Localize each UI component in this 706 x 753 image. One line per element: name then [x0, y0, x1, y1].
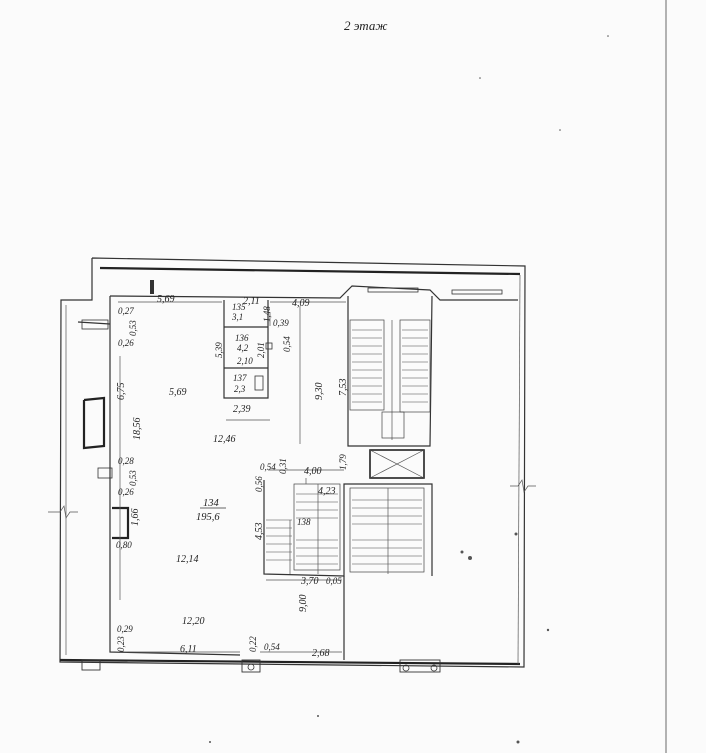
room-134-area: 195,6 — [196, 512, 220, 523]
dim-4-23: 4,23 — [318, 486, 336, 497]
upper-stair-core — [347, 295, 433, 447]
dim-6-75: 6,75 — [116, 383, 127, 401]
dim-4-53: 4,53 — [254, 523, 265, 541]
room-135-area: 3,1 — [231, 312, 243, 322]
dim-5-39: 5,39 — [214, 342, 224, 358]
dim-5-69-top: 5,69 — [157, 294, 175, 305]
dim-1-66: 1,66 — [130, 509, 141, 527]
small-rooms — [223, 300, 273, 399]
room-134-number: 134 — [203, 498, 220, 509]
dim-12-14: 12,14 — [176, 554, 199, 565]
dim-0-54-right: 0,54 — [282, 336, 292, 352]
dim-4-09: 4,09 — [292, 298, 310, 309]
dim-0-23: 0,23 — [116, 636, 126, 652]
dim-0-26-top: 0,26 — [118, 338, 134, 348]
dim-0-27: 0,27 — [118, 306, 134, 316]
dim-12-46: 12,46 — [213, 434, 236, 445]
dim-0-56: 0,56 — [254, 476, 264, 492]
dimension-lines — [118, 301, 346, 653]
dim-2-39: 2,39 — [233, 404, 251, 415]
dim-12-20: 12,20 — [182, 616, 205, 627]
dim-1-79: 1,79 — [338, 454, 348, 470]
dim-2-01: 2,01 — [256, 342, 266, 358]
room-136-area: 4,2 — [237, 343, 249, 353]
dim-1-48: 1,48 — [262, 306, 272, 322]
room-137-area: 2,3 — [234, 384, 246, 394]
dim-0-54-bottom: 0,54 — [264, 642, 280, 652]
elevator-shaft — [369, 449, 425, 479]
dim-18-56: 18,56 — [132, 418, 143, 441]
dim-0-39: 0,39 — [273, 318, 289, 328]
dim-2-11: 2,11 — [243, 296, 260, 307]
dim-5-69-center: 5,69 — [169, 387, 187, 398]
lower-stair-core — [263, 480, 433, 660]
dim-0-28: 0,28 — [118, 456, 134, 466]
scan-specks — [209, 35, 609, 744]
dim-0-53-mid: 0,53 — [128, 470, 138, 486]
dim-4-00: 4,00 — [304, 466, 322, 477]
dim-0-05: 0,05 — [326, 576, 342, 586]
dim-2-68: 2,68 — [312, 648, 330, 659]
dim-0-22: 0,22 — [248, 636, 258, 652]
room-136-number: 136 — [235, 333, 249, 343]
room-138-number: 138 — [297, 517, 311, 527]
dim-0-80: 0,80 — [116, 540, 132, 550]
dim-9-30: 9,30 — [314, 383, 325, 401]
room-137-number: 137 — [233, 373, 247, 383]
dim-2-10: 2,10 — [237, 356, 253, 366]
dim-0-54-mid: 0,54 — [260, 462, 276, 472]
dim-6-11: 6,11 — [180, 644, 197, 655]
dim-0-29: 0,29 — [117, 624, 133, 634]
dim-0-31: 0,31 — [278, 458, 288, 474]
dim-0-53-top: 0,53 — [128, 320, 138, 336]
floor-title: 2 этаж — [344, 18, 388, 33]
dim-3-70: 3,70 — [300, 576, 319, 587]
dimension-texts: 5,69 2,11 4,09 1,48 0,27 0,53 0,26 0,39 … — [116, 294, 349, 659]
room-135-number: 135 — [232, 302, 246, 312]
dim-0-26-mid: 0,26 — [118, 487, 134, 497]
dim-7-53: 7,53 — [338, 379, 349, 397]
dim-9-00: 9,00 — [298, 595, 309, 613]
